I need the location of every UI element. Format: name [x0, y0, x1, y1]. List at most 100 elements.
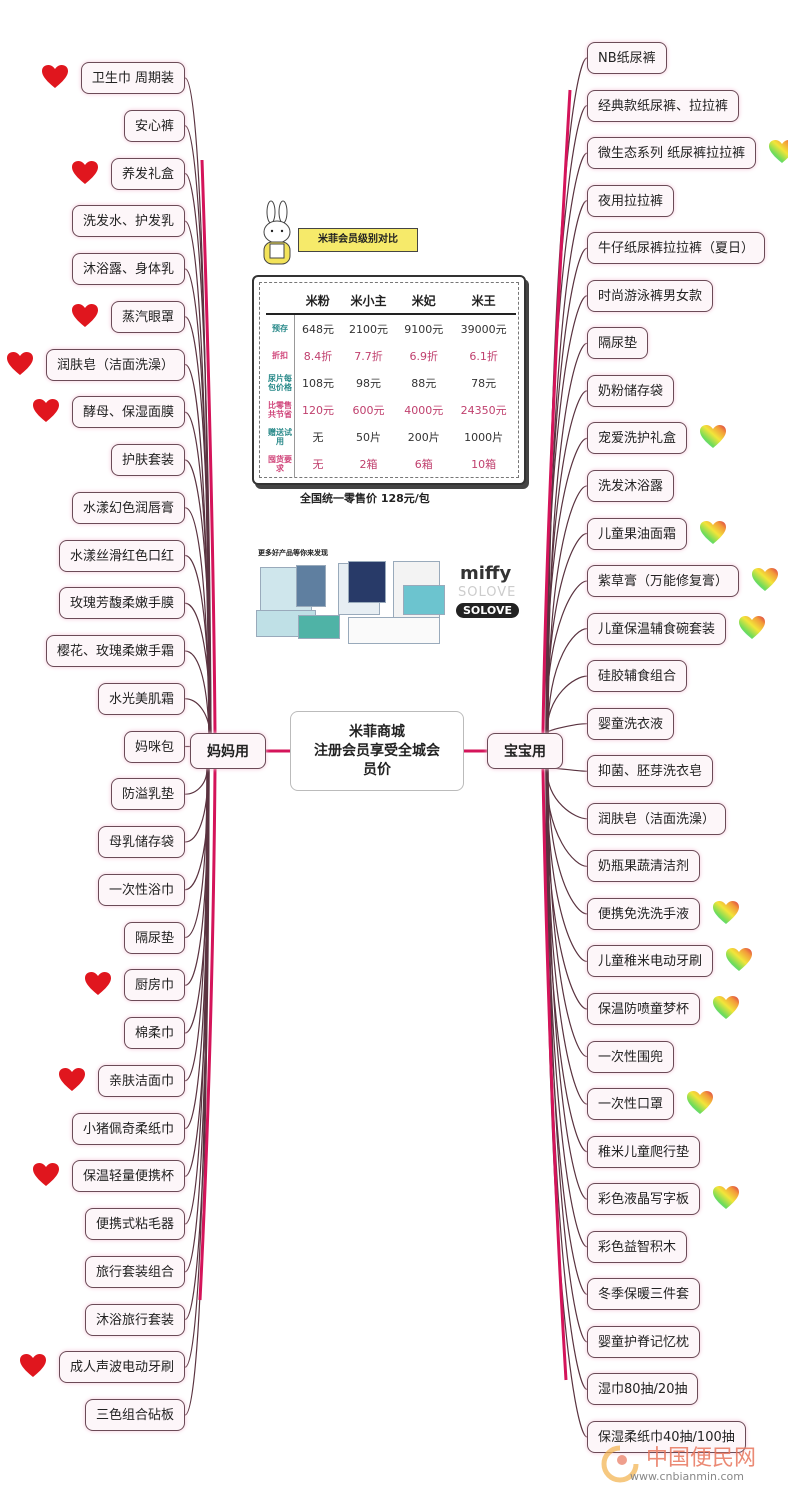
table-cell: 6.1折 — [469, 349, 498, 363]
mom-item[interactable]: 厨房巾 — [123, 969, 185, 1002]
baby-item[interactable]: 保湿柔纸巾40抽/100抽 — [587, 1420, 746, 1453]
connector-line — [184, 768, 208, 1368]
row-label: 尿片每包价格 — [266, 369, 295, 396]
baby-item[interactable]: 时尚游泳裤男女款 — [587, 279, 714, 312]
mom-item[interactable]: 润肤皂（洁面洗澡） — [45, 348, 185, 381]
baby-item[interactable]: 抑菌、胚芽洗衣皂 — [587, 755, 714, 788]
mom-item[interactable]: 成人声波电动牙刷 — [58, 1351, 185, 1384]
baby-item[interactable]: NB纸尿裤 — [587, 42, 667, 74]
baby-item[interactable]: 稚米儿童爬行垫 — [587, 1135, 701, 1168]
mom-item[interactable]: 沐浴露、身体乳 — [71, 253, 185, 285]
mom-item[interactable]: 一次性浴巾 — [97, 873, 185, 906]
baby-item[interactable]: 冬季保暖三件套 — [587, 1278, 701, 1311]
mom-item-label: 酵母、保湿面膜 — [82, 405, 174, 421]
baby-item[interactable]: 宠爱洗护礼盒 — [587, 422, 688, 455]
branch-baby[interactable]: 宝宝用 — [487, 733, 563, 769]
baby-item[interactable]: 婴童护脊记忆枕 — [587, 1325, 701, 1358]
mom-item[interactable]: 防溢乳垫 — [110, 778, 185, 811]
connector-line — [184, 768, 210, 891]
mom-item[interactable]: 三色组合砧板 — [84, 1399, 185, 1431]
mom-item[interactable]: 安心裤 — [123, 109, 185, 142]
branch-mom[interactable]: 妈妈用 — [190, 733, 266, 769]
baby-item[interactable]: 经典款纸尿裤、拉拉裤 — [587, 89, 740, 122]
mom-item[interactable]: 水漾幻色润唇膏 — [71, 491, 185, 524]
connector-line — [546, 768, 588, 1390]
baby-item[interactable]: 彩色液晶写字板 — [587, 1183, 701, 1216]
table-cell: 50片 — [356, 430, 382, 444]
baby-item[interactable]: 奶瓶果蔬清洁剂 — [587, 850, 701, 883]
connector-line — [546, 247, 588, 734]
mom-item[interactable]: 小猪佩奇柔纸巾 — [71, 1112, 185, 1145]
table-cell: 88元 — [411, 376, 437, 390]
baby-item[interactable]: 彩色益智积木 — [587, 1230, 688, 1263]
baby-item-label: 一次性口罩 — [598, 1097, 664, 1113]
baby-item-label: 婴童洗衣液 — [598, 716, 664, 732]
connector-line — [184, 459, 212, 734]
table-cell: 600元 — [352, 403, 385, 417]
baby-item[interactable]: 洗发沐浴露 — [587, 469, 675, 502]
mom-item[interactable]: 亲肤洁面巾 — [97, 1064, 185, 1097]
baby-item-label: 儿童保温辅食碗套装 — [598, 621, 716, 637]
mom-item[interactable]: 沐浴旅行套装 — [84, 1303, 185, 1336]
branch-mom-label: 妈妈用 — [207, 744, 249, 760]
baby-item[interactable]: 儿童果油面霜 — [587, 517, 688, 550]
mom-item[interactable]: 保温轻量便携杯 — [71, 1160, 185, 1193]
miffy-bunny-icon — [263, 200, 291, 265]
baby-item[interactable]: 奶粉储存袋 — [587, 374, 675, 407]
mom-item[interactable]: 养发礼盒 — [110, 157, 185, 190]
mom-item[interactable]: 蒸汽眼罩 — [110, 300, 185, 333]
baby-item[interactable]: 隔尿垫 — [587, 327, 649, 360]
mom-item[interactable]: 玫瑰芳馥柔嫩手膜 — [58, 587, 185, 620]
mom-item-label: 棉柔巾 — [134, 1026, 174, 1041]
mom-item[interactable]: 酵母、保湿面膜 — [71, 396, 185, 429]
mom-item[interactable]: 妈咪包 — [123, 730, 185, 763]
connector-line — [184, 602, 212, 734]
baby-item[interactable]: 紫草膏（万能修复膏） — [587, 565, 740, 598]
center-topic[interactable]: 米菲商城 注册会员享受全城会 员价 — [290, 711, 464, 791]
mom-item-label: 母乳储存袋 — [108, 835, 174, 850]
mom-item-label: 润肤皂（洁面洗澡） — [56, 357, 174, 373]
baby-item[interactable]: 保温防喷童梦杯 — [587, 993, 701, 1025]
red-heart-icon — [58, 1067, 85, 1091]
promo-caption: 更多好产品等你来发现 — [258, 549, 328, 557]
mom-item[interactable]: 旅行套装组合 — [84, 1255, 185, 1288]
mom-item[interactable]: 棉柔巾 — [123, 1017, 185, 1049]
mom-item[interactable]: 卫生巾 周期装 — [80, 62, 185, 94]
watermark-url: www.cnbianmin.com — [630, 1470, 744, 1483]
mom-item[interactable]: 护肤套装 — [110, 444, 185, 476]
baby-item[interactable]: 一次性围兜 — [587, 1040, 675, 1073]
baby-item[interactable]: 微生态系列 纸尿裤拉拉裤 — [587, 137, 757, 170]
mom-item[interactable]: 水漾丝滑红色口红 — [58, 539, 185, 572]
red-heart-icon — [6, 351, 33, 375]
mom-item[interactable]: 洗发水、护发乳 — [71, 205, 185, 238]
connector-line — [184, 172, 212, 734]
red-heart-icon — [84, 972, 111, 996]
trunk-right-upper — [541, 89, 572, 734]
baby-item[interactable]: 湿巾80抽/20抽 — [587, 1373, 699, 1406]
connector-line — [184, 650, 210, 734]
baby-item[interactable]: 一次性口罩 — [587, 1088, 675, 1121]
mom-item[interactable]: 便携式粘毛器 — [84, 1208, 185, 1240]
branch-baby-label: 宝宝用 — [504, 744, 546, 760]
baby-item[interactable]: 夜用拉拉裤 — [587, 184, 675, 217]
baby-item[interactable]: 婴童洗衣液 — [587, 707, 675, 740]
mom-item[interactable]: 水光美肌霜 — [97, 682, 185, 715]
baby-item[interactable]: 牛仔纸尿裤拉拉裤（夏日） — [587, 232, 766, 265]
mom-item[interactable]: 樱花、玫瑰柔嫩手霜 — [45, 635, 185, 667]
row-label: 囤货要求 — [266, 450, 295, 477]
baby-item-label: 紫草膏（万能修复膏） — [598, 574, 729, 590]
table-cell: 108元 — [301, 376, 334, 390]
baby-item-label: 奶瓶果蔬清洁剂 — [598, 859, 690, 875]
mom-item-label: 防溢乳垫 — [121, 787, 174, 803]
mom-item-label: 卫生巾 周期装 — [91, 71, 174, 86]
baby-item[interactable]: 润肤皂（洁面洗澡） — [587, 802, 727, 835]
baby-item[interactable]: 便携免洗洗手液 — [587, 897, 701, 930]
baby-item[interactable]: 儿童保温辅食碗套装 — [587, 612, 727, 645]
baby-item-label: 宠爱洗护礼盒 — [598, 431, 677, 447]
mom-item[interactable]: 隔尿垫 — [123, 921, 185, 954]
baby-item[interactable]: 硅胶辅食组合 — [587, 660, 688, 693]
baby-item[interactable]: 儿童稚米电动牙刷 — [587, 945, 714, 978]
table-cell: 2箱 — [359, 457, 378, 471]
mom-item[interactable]: 母乳储存袋 — [97, 826, 185, 858]
